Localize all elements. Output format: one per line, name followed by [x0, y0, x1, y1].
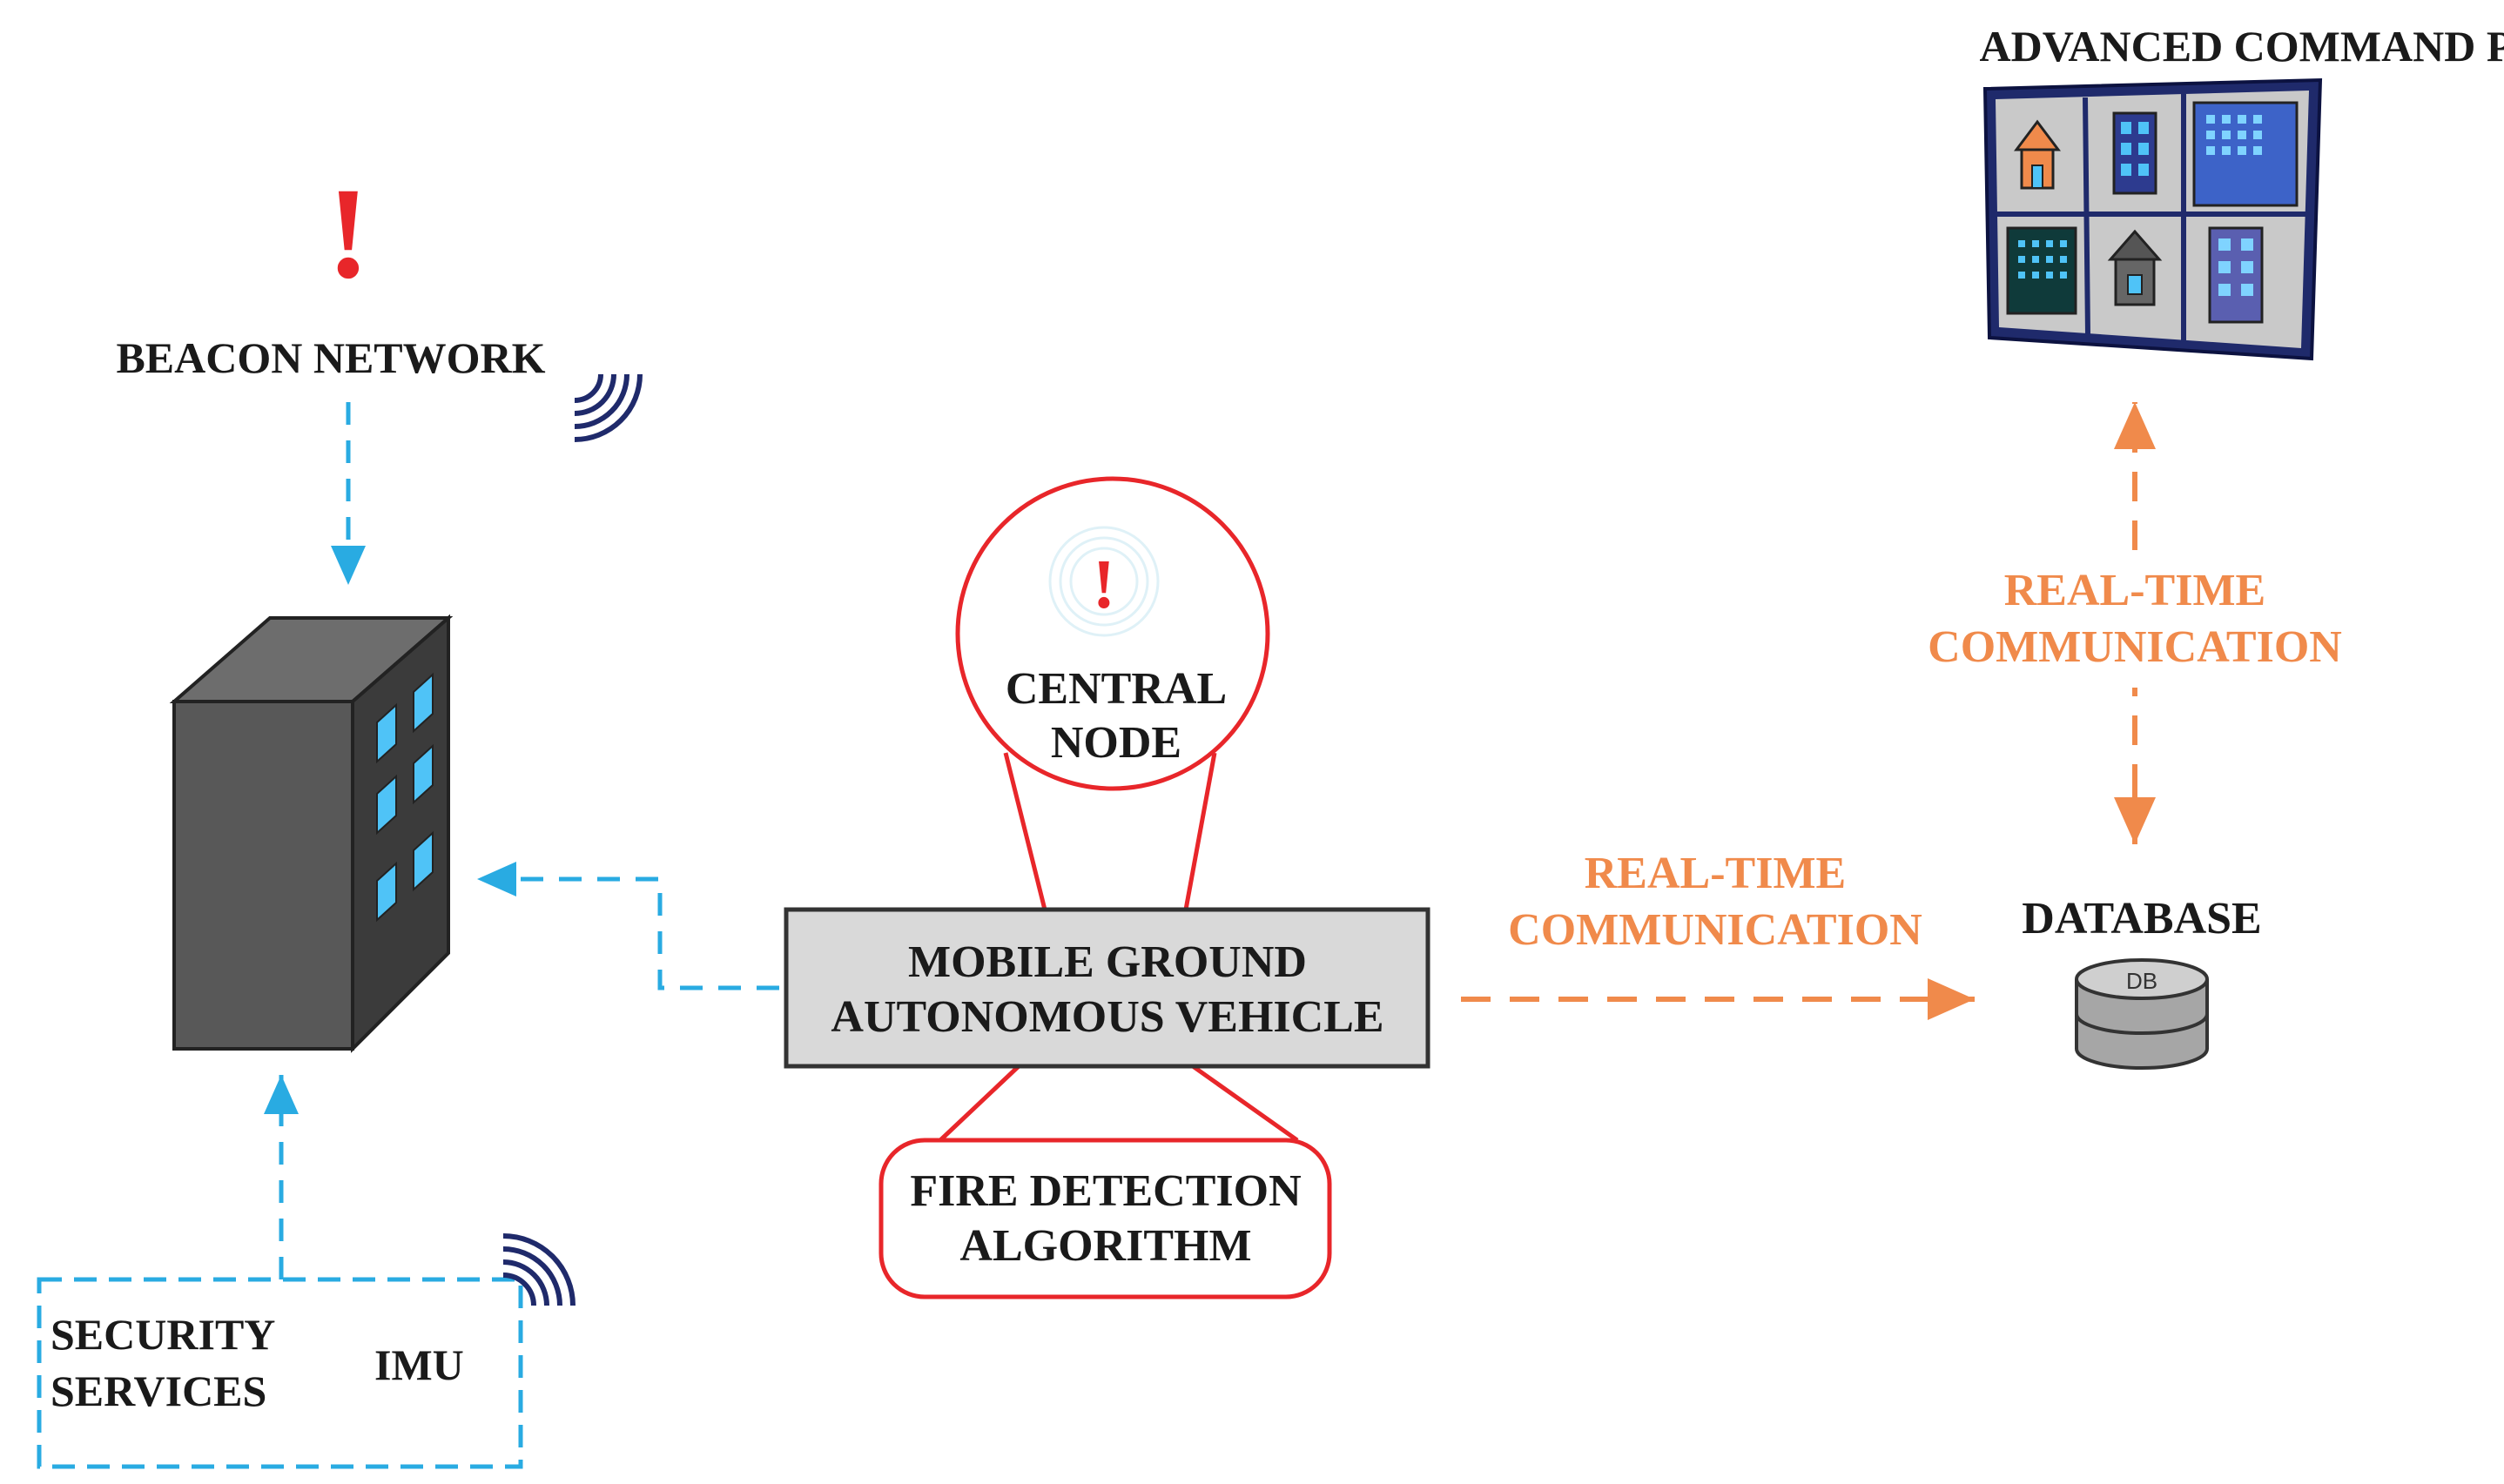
central-node-line1: CENTRAL	[1006, 664, 1227, 714]
command-post-tile-house-icon	[2014, 119, 2061, 190]
fire-detection-line1: FIRE DETECTION	[910, 1166, 1301, 1216]
database-icon	[2075, 958, 2209, 1070]
security-services-line2: SERVICES	[50, 1366, 266, 1415]
fire-detection-line2: ALGORITHM	[959, 1221, 1251, 1271]
command-post-label: ADVANCED COMMAND POST	[1980, 22, 2504, 71]
central-node-alert-mark: !	[1093, 547, 1116, 623]
command-post-tile-gray-house-icon	[2107, 229, 2163, 306]
link-db-post-line2: COMMUNICATION	[1928, 622, 2342, 672]
imu-label: IMU	[374, 1340, 464, 1389]
beacon-wifi-icon	[574, 373, 643, 442]
command-post-tile-dark-building-icon	[2006, 226, 2077, 315]
fire-detection-connector-left	[939, 1064, 1020, 1142]
fire-detection-connector-right	[1191, 1064, 1299, 1143]
vehicle-box	[784, 907, 1430, 1069]
central-node-connector-left	[1003, 752, 1047, 910]
command-post-video-wall	[1982, 77, 2323, 361]
database-label: DATABASE	[2022, 894, 2261, 943]
fire-detection-box	[878, 1138, 1332, 1299]
command-post-tile-purple-building-icon	[2208, 226, 2264, 324]
vehicle-to-building-arrow	[477, 862, 779, 990]
central-node-signal-icon	[1048, 526, 1160, 637]
link-db-post-line1: REAL-TIME	[2004, 566, 2265, 615]
link-db-post-label-bg	[1907, 557, 2368, 688]
building-icon	[169, 614, 454, 1053]
vehicle-line1: MOBILE GROUND	[908, 937, 1307, 987]
security-wifi-icon	[502, 1233, 576, 1306]
security-services-box	[37, 1277, 523, 1469]
link-vehicle-db-line1: REAL-TIME	[1585, 849, 1846, 898]
command-post-tile-office-icon	[2192, 101, 2299, 207]
central-node-connector-right	[1183, 752, 1217, 910]
beacon-network-label: BEACON NETWORK	[116, 333, 545, 382]
vehicle-line2: AUTONOMOUS VEHICLE	[831, 992, 1383, 1042]
central-node-line2: NODE	[1051, 718, 1181, 768]
link-vehicle-db-line2: COMMUNICATION	[1508, 905, 1922, 955]
command-post-tile-building-icon	[2112, 111, 2157, 195]
security-services-line1: SECURITY	[50, 1310, 275, 1359]
database-icon-text: DB	[2126, 968, 2157, 994]
beacon-alert-mark: !	[326, 161, 370, 306]
